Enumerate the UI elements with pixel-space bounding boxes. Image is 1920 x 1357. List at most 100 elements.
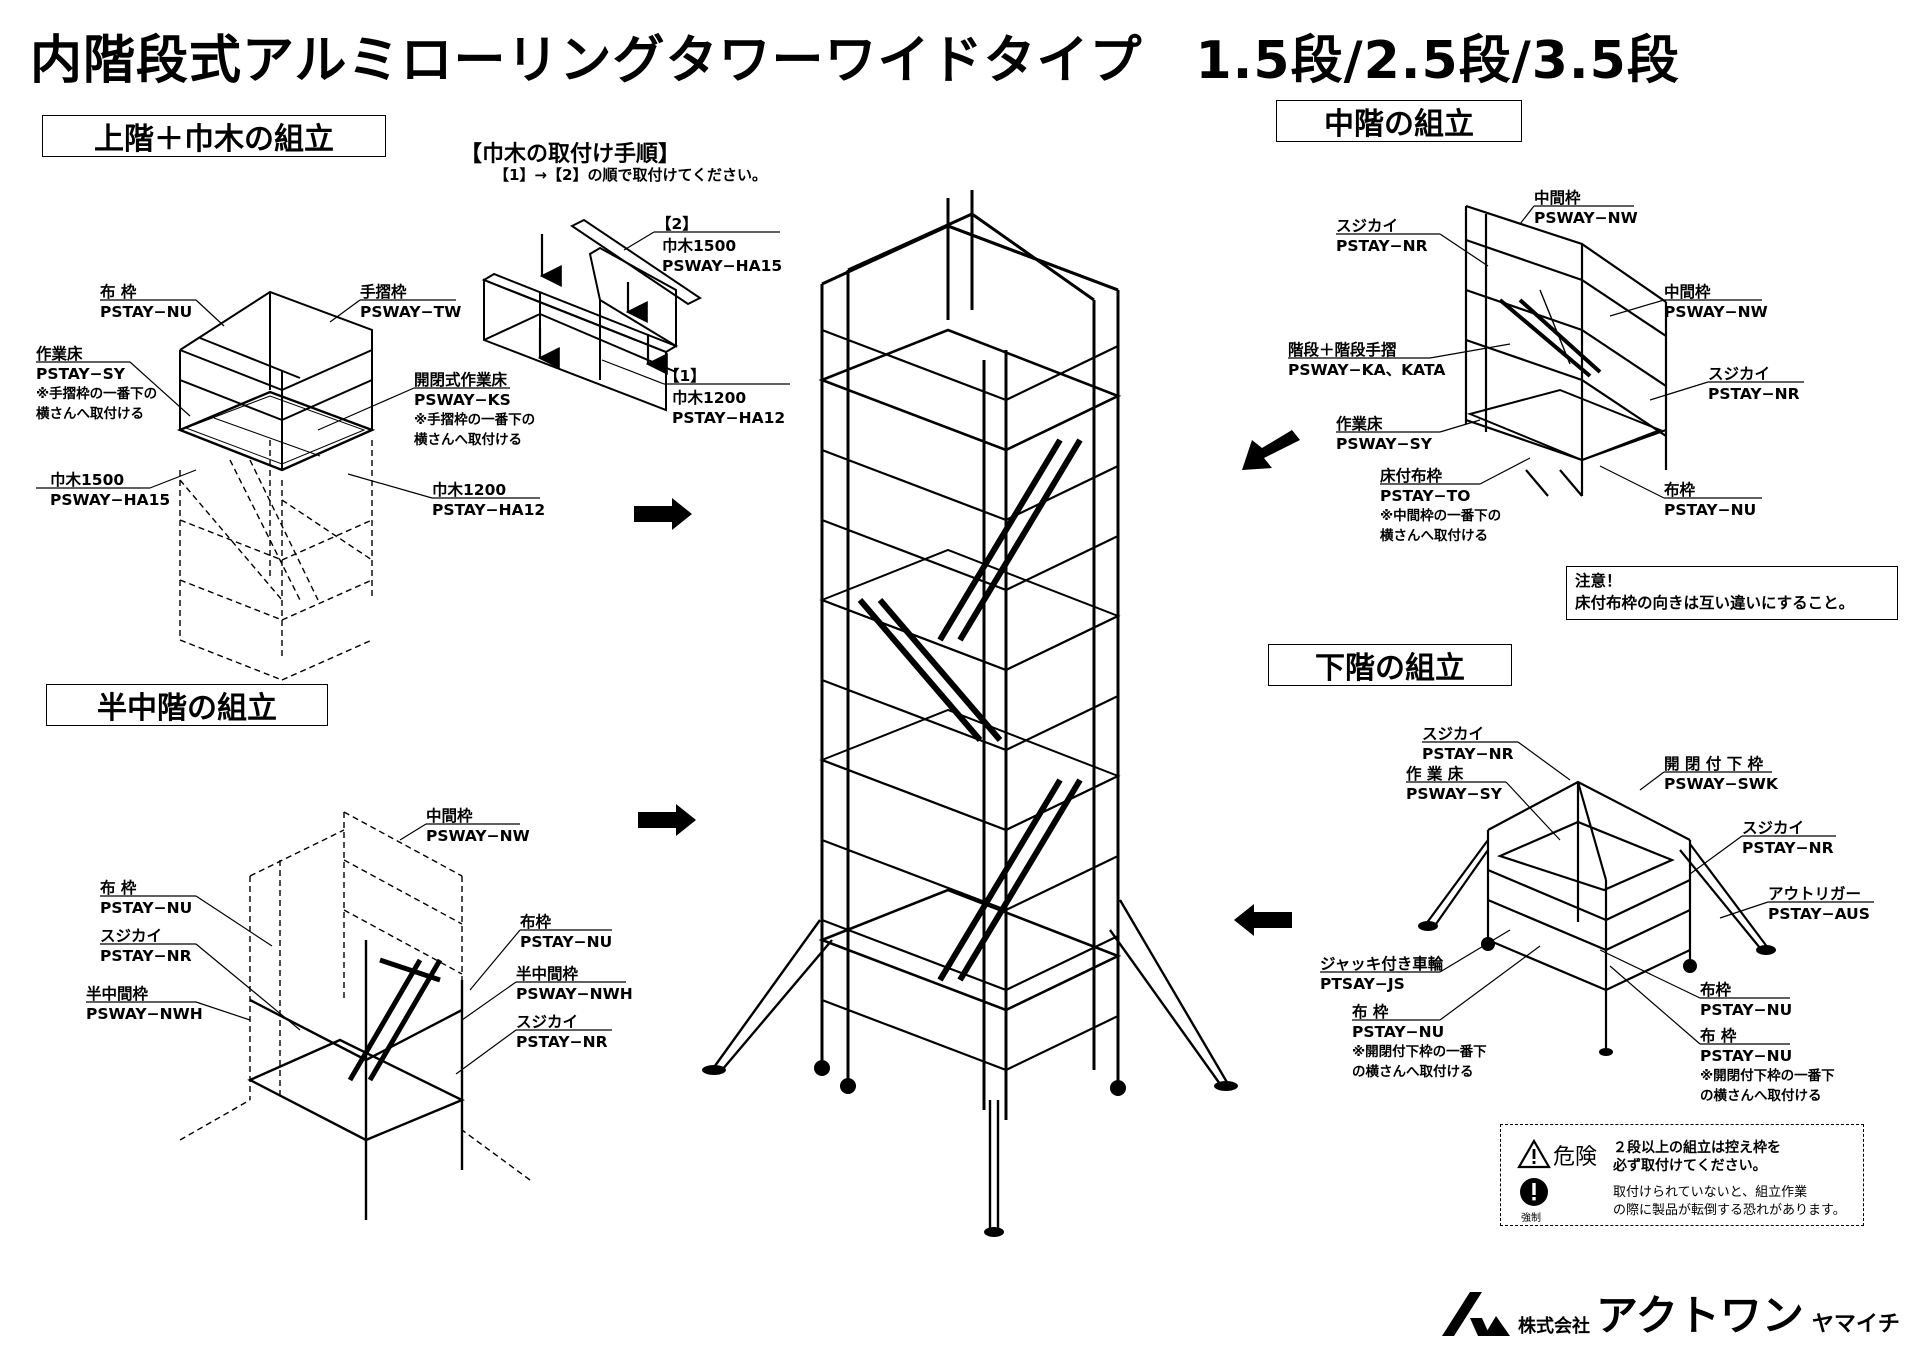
upper-tesuri-label: 手摺枠 PSWAY−TW — [360, 282, 461, 322]
section-upper-title: 上階＋巾木の組立 — [42, 115, 386, 157]
half-hanchukan-label: 半中間枠 PSWAY−NWH — [86, 984, 203, 1024]
caution-box: 注意！ 床付布枠の向きは互い違いにすること。 — [1566, 566, 1898, 620]
upper-haba1200-code: PSTAY−HA12 — [432, 501, 546, 519]
half-chukan-name: 中間枠 — [426, 807, 473, 825]
middle-floor-name: 作業床 — [1336, 415, 1383, 433]
danger-line4: の際に製品が転倒する恐れがあります。 — [1613, 1203, 1846, 1218]
lower-assembly-drawing — [1425, 780, 1769, 1048]
upper-tesuri-code: PSWAY−TW — [360, 303, 462, 321]
lower-kaihei-code: PSWAY−SWK — [1664, 775, 1778, 793]
half-nuno2-label: 布枠 PSTAY−NU — [520, 912, 612, 952]
danger-force: 強制 — [1521, 1213, 1541, 1224]
arrow-right-icon — [634, 498, 696, 836]
company-suffix: ヤマイチ — [1811, 1312, 1900, 1337]
danger-word: 危険 — [1553, 1145, 1598, 1170]
middle-floor-code: PSWAY−SY — [1336, 435, 1433, 453]
lower-nuno1-note2: の横さんへ取付ける — [1352, 1064, 1474, 1080]
half-sujikai1-code: PSTAY−NR — [100, 947, 192, 965]
danger-line2: 必ず取付けてください。 — [1613, 1158, 1767, 1174]
lower-nuno2-name: 布枠 — [1700, 981, 1732, 999]
middle-yuka-code: PSTAY−TO — [1380, 487, 1471, 505]
middle-stairs-code: PSWAY−KA、KATA — [1288, 361, 1446, 379]
lower-outrigger-name: アウトリガー — [1768, 885, 1862, 903]
half-chukan-code: PSWAY−NW — [426, 827, 530, 845]
middle-nuno-name: 布枠 — [1664, 481, 1696, 499]
lower-outrigger-label: アウトリガー PSTAY−AUS — [1768, 884, 1870, 924]
tower-outriggers — [711, 899, 1230, 1230]
lower-nuno3-label: 布 枠 PSTAY−NU ※開閉付下枠の一番下 の横さんへ取付ける — [1700, 1026, 1835, 1106]
lower-outrigger-code: PSTAY−AUS — [1768, 905, 1870, 923]
lower-nuno2-code: PSTAY−NU — [1700, 1001, 1793, 1019]
upper-leader-lines — [36, 231, 790, 499]
section-half-title: 半中階の組立 — [46, 684, 328, 726]
half-nuno2-name: 布枠 — [520, 913, 552, 931]
half-sujikai2-label: スジカイ PSTAY−NR — [516, 1012, 608, 1052]
half-nuno1-code: PSTAY−NU — [100, 899, 193, 917]
middle-sujikai2-name: スジカイ — [1708, 365, 1771, 383]
skirting-steps-title: 【巾木の取付け手順】 — [460, 142, 681, 167]
step2-part-code: PSWAY−HA15 — [662, 257, 783, 275]
lower-sujikai1-code: PSTAY−NR — [1422, 745, 1514, 763]
lower-sujikai2-label: スジカイ PSTAY−NR — [1742, 818, 1834, 858]
middle-chukan2-label: 中間枠 PSWAY−NW — [1664, 282, 1768, 322]
middle-leader-lines — [1288, 205, 1804, 499]
middle-sujikai2-code: PSTAY−NR — [1708, 385, 1800, 403]
upper-open-floor-name: 開閉式作業床 — [414, 371, 508, 389]
arrow-left-icon — [1234, 430, 1300, 936]
middle-yuka-note1: ※中間枠の一番下の — [1380, 508, 1502, 524]
half-assembly-drawing — [247, 940, 465, 1220]
upper-haba1500-label: 巾木1500 PSWAY−HA15 — [50, 470, 170, 510]
middle-yuka-name: 床付布枠 — [1380, 467, 1443, 485]
company-logo-mark-icon — [1442, 1292, 1510, 1336]
half-hanchukan2-name: 半中間枠 — [516, 965, 579, 983]
lower-nuno3-note1: ※開閉付下枠の一番下 — [1700, 1068, 1835, 1084]
middle-nuno-label: 布枠 PSTAY−NU — [1664, 480, 1756, 520]
lower-jack-label: ジャッキ付き車輪 PTSAY−JS — [1320, 954, 1443, 994]
middle-sujikai1-code: PSTAY−NR — [1336, 237, 1428, 255]
lower-nuno3-name: 布 枠 — [1700, 1027, 1737, 1045]
lower-nuno1-note1: ※開閉付下枠の一番下 — [1352, 1044, 1487, 1060]
half-hanchukan-name: 半中間枠 — [86, 985, 149, 1003]
step2-part-label: 巾木1500 PSWAY−HA15 — [662, 236, 782, 276]
tower-stairs — [857, 438, 1083, 982]
middle-chukan2-name: 中間枠 — [1664, 283, 1711, 301]
half-hanchukan2-code: PSWAY−NWH — [516, 985, 633, 1003]
lower-sujikai2-name: スジカイ — [1742, 819, 1805, 837]
step1-part-code: PSTAY−HA12 — [672, 409, 786, 427]
lower-nuno3-code: PSTAY−NU — [1700, 1047, 1793, 1065]
middle-yuka-note2: 横さんへ取付ける — [1380, 528, 1488, 544]
caution-head: 注意！ — [1575, 572, 1622, 590]
upper-floor-note1: ※手摺枠の一番下の — [36, 386, 158, 402]
danger-line1: ２段以上の組立は控え枠を — [1613, 1140, 1781, 1156]
middle-chukan2-code: PSWAY−NW — [1664, 303, 1768, 321]
step2-number: 【2】 — [656, 215, 698, 233]
half-sujikai2-code: PSTAY−NR — [516, 1033, 608, 1051]
middle-stairs-label: 階段＋階段手摺 PSWAY−KA、KATA — [1288, 340, 1445, 380]
step1-part-name: 巾木1200 — [672, 389, 747, 407]
middle-stairs-name: 階段＋階段手摺 — [1288, 341, 1397, 359]
half-sujikai1-name: スジカイ — [100, 927, 163, 945]
half-hanchukan2-label: 半中間枠 PSWAY−NWH — [516, 964, 633, 1004]
lower-sujikai2-code: PSTAY−NR — [1742, 839, 1834, 857]
middle-chukan1-name: 中間枠 — [1534, 189, 1581, 207]
lower-nuno1-label: 布 枠 PSTAY−NU ※開閉付下枠の一番下 の横さんへ取付ける — [1352, 1002, 1487, 1082]
upper-haba1200-label: 巾木1200 PSTAY−HA12 — [432, 480, 545, 520]
step1-part-label: 巾木1200 PSTAY−HA12 — [672, 388, 785, 428]
middle-sujikai1-name: スジカイ — [1336, 217, 1399, 235]
upper-nunowaku-code: PSTAY−NU — [100, 303, 193, 321]
upper-open-floor-note2: 横さんへ取付ける — [414, 432, 522, 448]
upper-haba1500-code: PSWAY−HA15 — [50, 491, 171, 509]
lower-nuno3-note2: の横さんへ取付ける — [1700, 1088, 1822, 1104]
lower-floor-label: 作 業 床 PSWAY−SY — [1406, 764, 1502, 804]
mandatory-icon — [1520, 1178, 1548, 1206]
upper-haba1200-name: 巾木1200 — [432, 481, 507, 499]
down-arrow-icon — [537, 234, 668, 375]
tower-feet — [702, 1060, 1238, 1237]
lower-nuno1-code: PSTAY−NU — [1352, 1023, 1445, 1041]
skirting-steps-subtitle: 【1】→【2】の順で取付けてください。 — [494, 166, 767, 184]
upper-nunowaku-name: 布 枠 — [100, 283, 137, 301]
company-logo: 株式会社 アクトワン ヤマイチ — [1440, 1290, 1900, 1338]
lower-sujikai1-name: スジカイ — [1422, 725, 1485, 743]
danger-line3: 取付けられていないと、組立作業 — [1613, 1185, 1808, 1200]
step2-part-name: 巾木1500 — [662, 237, 737, 255]
